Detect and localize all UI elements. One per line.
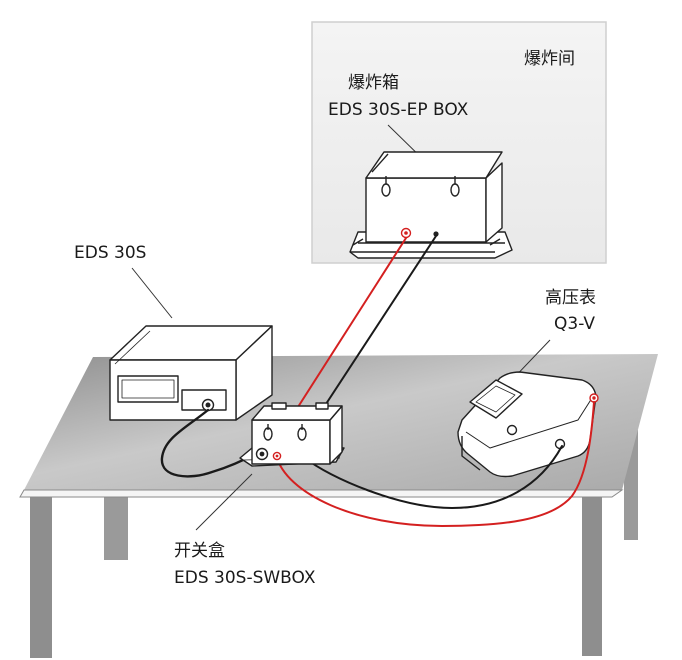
wires xyxy=(160,235,595,528)
black-wire-device-to-switchbox xyxy=(160,408,260,478)
black-wire-blastbox-to-switchbox xyxy=(323,235,437,408)
switch-box-label-en: EDS 30S-SWBOX xyxy=(174,568,316,588)
red-wire-switchbox-to-meter xyxy=(275,401,595,528)
eds-30s-device-icon xyxy=(109,325,273,421)
red-wire-blastbox-to-switchbox xyxy=(297,237,407,408)
switch-box-icon xyxy=(239,402,345,467)
meter-label-en: Q3-V xyxy=(554,314,595,334)
device-leader-line xyxy=(131,267,173,319)
switch-box-leader-line xyxy=(195,473,253,531)
meter-label-cn: 高压表 xyxy=(545,288,596,308)
switch-box-label-cn: 开关盒 xyxy=(174,541,225,561)
blast-room-label: 爆炸间 xyxy=(524,49,575,69)
high-voltage-meter-icon xyxy=(457,371,599,478)
blast-box-label-en: EDS 30S-EP BOX xyxy=(328,100,469,120)
blast-box-label-cn: 爆炸箱 xyxy=(348,73,399,93)
device-label: EDS 30S xyxy=(74,243,146,263)
black-wire-switchbox-to-meter xyxy=(304,445,563,510)
